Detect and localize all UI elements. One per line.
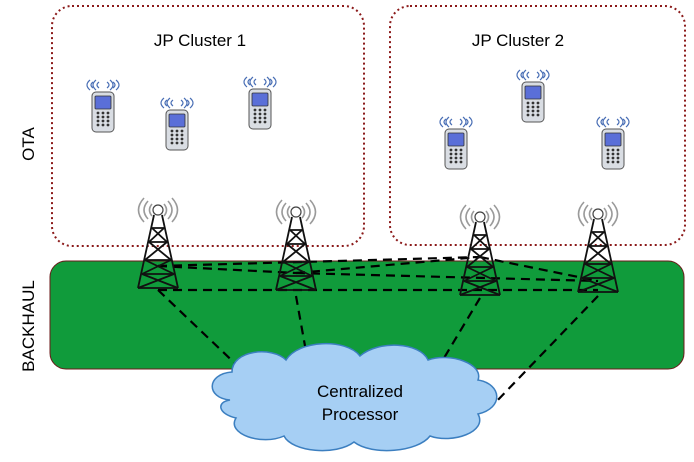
link-tower3-tower4 <box>479 255 599 283</box>
cluster-2-boundary <box>389 5 686 246</box>
link-tower2-tower4 <box>295 271 599 283</box>
cell-tower-icon <box>459 204 501 296</box>
cluster-2-label: JP Cluster 2 <box>472 31 564 50</box>
cell-tower-icon <box>137 197 179 289</box>
cloud-icon <box>211 343 498 452</box>
link-tower2-tower3 <box>295 255 481 275</box>
link-tower3-processor <box>437 297 481 369</box>
mobile-phone-icon <box>596 116 630 170</box>
backhaul-links <box>157 255 599 405</box>
link-tower1-processor <box>157 289 245 373</box>
backhaul-label: BACKHAUL <box>19 280 38 372</box>
link-tower1-tower2 <box>157 264 297 275</box>
link-tower1-tower3 <box>157 255 481 268</box>
link-tower4-processor <box>493 295 599 405</box>
mobile-phone-icon <box>516 69 550 123</box>
mobile-phone-icon <box>86 79 120 133</box>
cluster-1-label: JP Cluster 1 <box>154 31 246 50</box>
cell-tower-icon <box>577 201 619 293</box>
mobile-phone-icon <box>243 76 277 130</box>
processor-label-line1: Centralized <box>317 382 403 401</box>
processor-label-line2: Processor <box>322 405 399 424</box>
ota-label: OTA <box>19 126 38 160</box>
cluster-1-boundary <box>51 5 365 247</box>
mobile-phone-icon <box>160 97 194 151</box>
mobile-phone-icon <box>439 116 473 170</box>
